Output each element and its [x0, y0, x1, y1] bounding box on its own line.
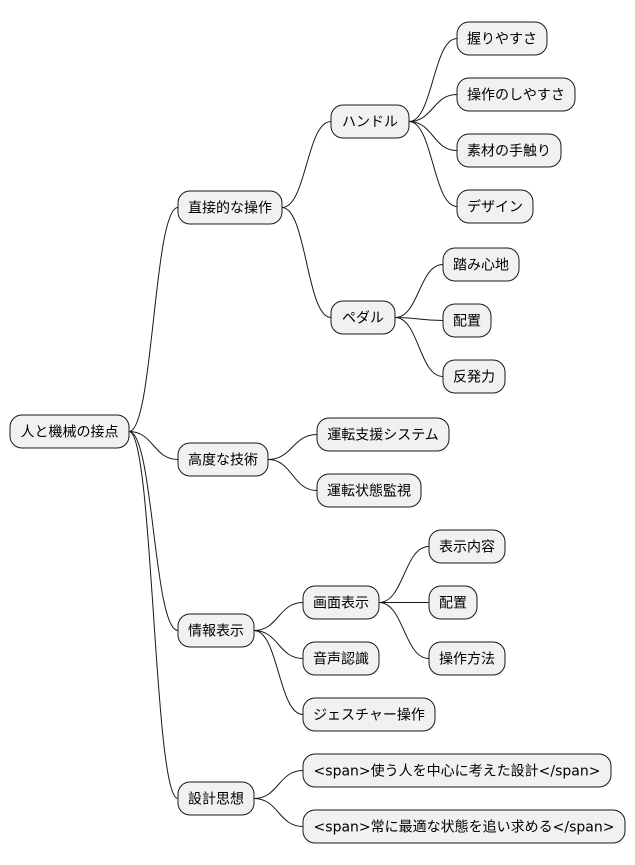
mindmap-node: 直接的な操作	[177, 190, 283, 225]
node-label: 操作方法	[439, 652, 495, 668]
mindmap-node: 素材の手触り	[456, 133, 562, 168]
connector-line	[378, 602, 430, 659]
mindmap-node: 運転支援システム	[316, 417, 450, 452]
node-box	[302, 809, 626, 844]
node-label: 運転支援システム	[327, 428, 439, 444]
connector-line	[253, 798, 304, 827]
node-box	[302, 585, 380, 620]
edge-layer	[128, 38, 458, 827]
node-label: ペダル	[342, 311, 384, 327]
node-label: ジェスチャー操作	[313, 708, 425, 724]
connector-line	[253, 602, 304, 631]
node-box	[442, 247, 520, 282]
node-label: <span>常に最適な状態を追い求める</span>	[314, 819, 615, 836]
node-label: 表示内容	[439, 539, 495, 556]
mindmap-node: 画面表示	[302, 585, 380, 620]
node-label: <span>使う人を中心に考えた設計</span>	[314, 763, 601, 780]
node-box	[302, 641, 380, 676]
node-label: 配置	[439, 596, 467, 612]
node-label: 音声認識	[313, 651, 369, 668]
connector-line	[253, 770, 304, 799]
node-box	[456, 189, 534, 224]
node-label: 高度な技術	[188, 452, 258, 469]
connector-line	[267, 434, 318, 460]
node-box	[316, 417, 450, 452]
mindmap-node: <span>常に最適な状態を追い求める</span>	[302, 809, 626, 844]
connector-line	[128, 431, 179, 631]
mindmap-node: 音声認識	[302, 641, 380, 676]
connector-line	[408, 121, 458, 151]
node-label: 握りやすさ	[467, 32, 537, 48]
mindmap-node: 操作のしやすさ	[456, 77, 576, 112]
node-label: 情報表示	[188, 624, 244, 640]
mindmap-node: 運転状態監視	[316, 473, 422, 508]
node-box	[456, 133, 562, 168]
node-label: 人と機械の接点	[21, 424, 119, 441]
connector-line	[394, 317, 444, 321]
node-box	[330, 300, 396, 335]
mindmap-node: 表示内容	[428, 529, 506, 564]
node-label: デザイン	[467, 199, 523, 216]
node-label: 配置	[453, 314, 481, 330]
node-label: 直接的な操作	[188, 200, 272, 217]
mindmap-node: ハンドル	[330, 104, 410, 139]
mindmap-node: 高度な技術	[177, 442, 269, 477]
mindmap-node: 握りやすさ	[456, 21, 548, 56]
node-box	[302, 697, 436, 732]
node-label: 反発力	[453, 370, 495, 386]
node-box	[428, 529, 506, 564]
node-box	[428, 585, 478, 620]
connector-line	[128, 431, 179, 460]
node-box	[9, 414, 130, 449]
mindmap-node: 踏み心地	[442, 247, 520, 282]
mindmap-node: ジェスチャー操作	[302, 697, 436, 732]
node-box	[456, 21, 548, 56]
node-box	[302, 753, 612, 788]
mindmap-node: 操作方法	[428, 641, 506, 676]
node-box	[456, 77, 576, 112]
mindmap-node: デザイン	[456, 189, 534, 224]
connector-line	[281, 121, 332, 208]
node-label: 操作のしやすさ	[467, 88, 565, 104]
node-box	[442, 359, 506, 394]
connector-line	[267, 459, 318, 491]
connector-line	[394, 317, 444, 377]
connector-line	[378, 546, 430, 603]
node-layer: 人と機械の接点 直接的な操作 ハンドル 握りやすさ操作のしやすさ素材の手触りデザインペ…	[9, 21, 626, 844]
mindmap-node: 反発力	[442, 359, 506, 394]
connector-line	[128, 207, 179, 432]
mindmap-node: <span>使う人を中心に考えた設計</span>	[302, 753, 612, 788]
node-box	[177, 442, 269, 477]
connector-line	[408, 121, 458, 207]
connector-line	[281, 207, 332, 318]
connector-line	[394, 264, 444, 318]
node-label: 画面表示	[313, 596, 369, 612]
mindmap-node: 情報表示	[177, 613, 255, 648]
node-box	[442, 303, 492, 338]
mindmap-node: ペダル	[330, 300, 396, 335]
node-label: 踏み心地	[453, 258, 509, 274]
node-label: ハンドル	[342, 115, 398, 131]
connector-line	[253, 630, 304, 659]
mindmap-node: 配置	[428, 585, 478, 620]
node-label: 運転状態監視	[327, 483, 411, 500]
node-box	[316, 473, 422, 508]
node-box	[177, 781, 255, 816]
node-box	[177, 190, 283, 225]
mindmap-node: 設計思想	[177, 781, 255, 816]
node-label: 設計思想	[188, 792, 244, 808]
mindmap-node: 配置	[442, 303, 492, 338]
node-label: 素材の手触り	[467, 144, 551, 160]
connector-line	[408, 94, 458, 122]
connector-line	[253, 630, 304, 715]
connector-line	[408, 38, 458, 122]
node-box	[428, 641, 506, 676]
node-box	[330, 104, 410, 139]
root-node: 人と機械の接点	[9, 414, 130, 449]
connector-line	[128, 431, 179, 799]
node-box	[177, 613, 255, 648]
